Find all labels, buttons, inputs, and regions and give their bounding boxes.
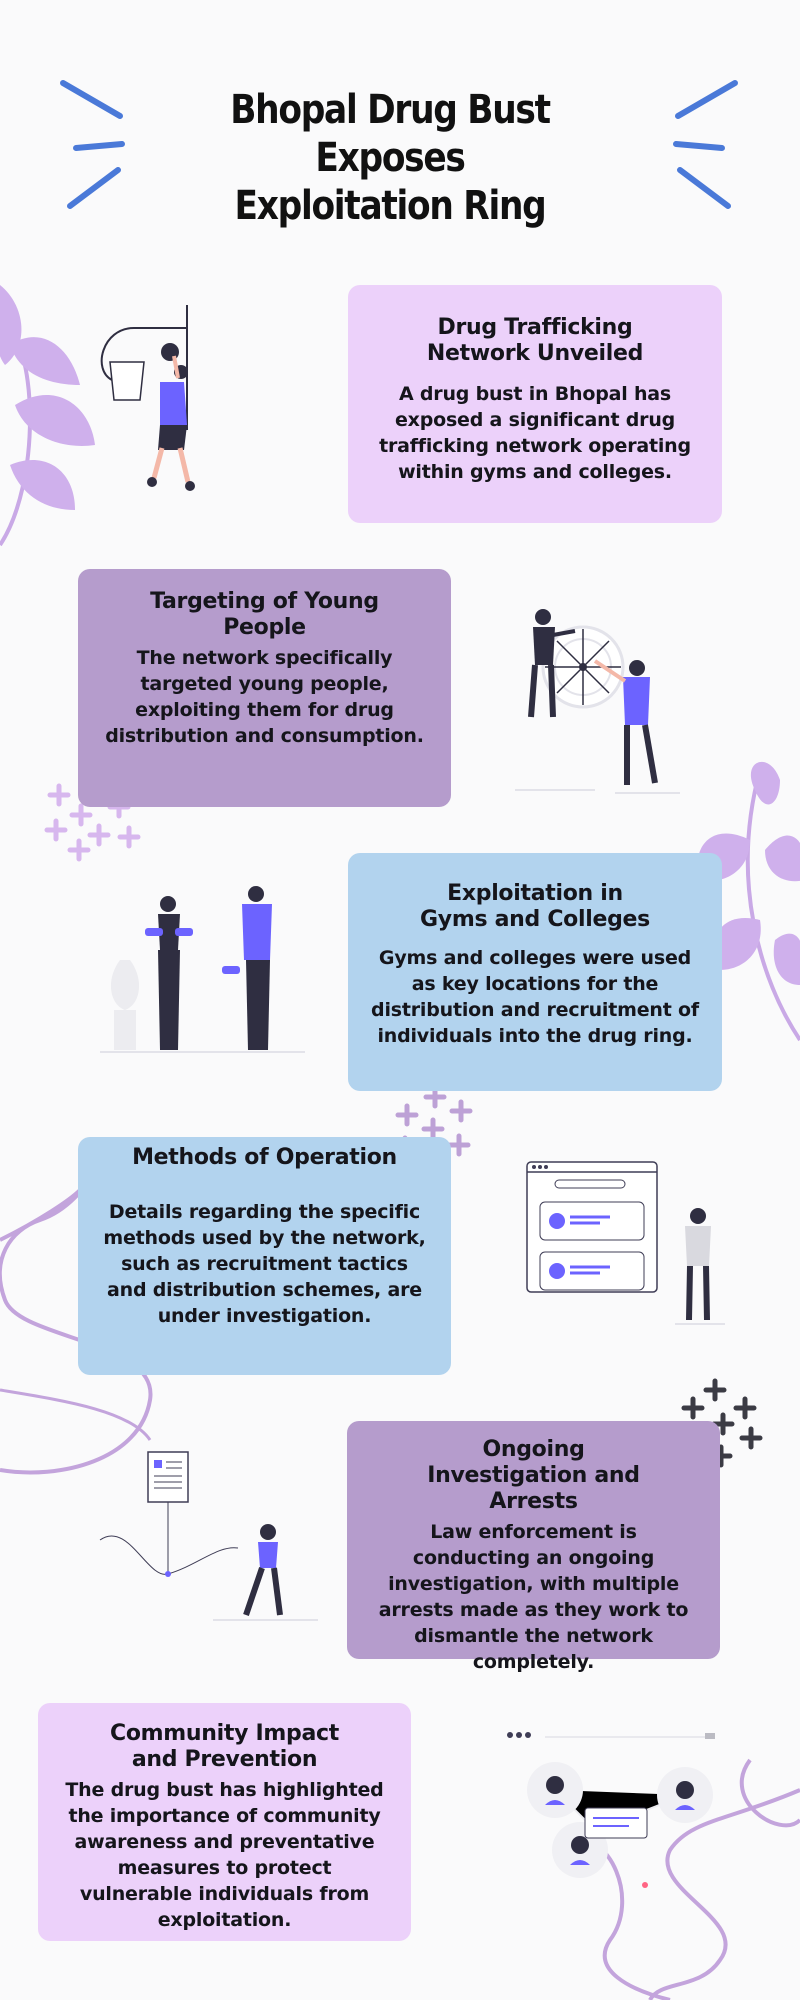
- section-card-2: Targeting of Young People The network sp…: [78, 569, 451, 807]
- title-burst-left-icon: [60, 80, 125, 209]
- data-chart-illustration: [99, 1451, 318, 1621]
- section-heading: Ongoing Investigation and Arrests: [427, 1437, 640, 1514]
- section-card-3: Exploitation in Gyms and Colleges Gyms a…: [348, 853, 722, 1091]
- section-card-1: Drug Trafficking Network Unveiled A drug…: [348, 285, 722, 523]
- section-card-6: Community Impact and Prevention The drug…: [38, 1703, 411, 1941]
- section-card-5: Ongoing Investigation and Arrests Law en…: [347, 1421, 720, 1673]
- section-body: Gyms and colleges were used as key locat…: [371, 947, 699, 1047]
- leaf-branch-right: [697, 761, 800, 1042]
- title-burst-right-icon: [673, 80, 738, 209]
- app-interface-illustration: [526, 1161, 725, 1325]
- community-network-illustration: [507, 1732, 715, 1888]
- section-heading: Exploitation in Gyms and Colleges: [420, 881, 650, 932]
- section-body: A drug bust in Bhopal has exposed a sign…: [379, 383, 691, 483]
- section-body: Law enforcement is conducting an ongoing…: [378, 1521, 689, 1673]
- section-heading: Community Impact and Prevention: [110, 1721, 339, 1772]
- title-line-1: Bhopal Drug Bust Exposes: [230, 87, 551, 181]
- section-heading: Methods of Operation: [132, 1145, 397, 1170]
- section-card-4: Methods of Operation Details regarding t…: [78, 1137, 451, 1375]
- gym-training-illustration: [100, 886, 305, 1053]
- section-body: The drug bust has highlighted the import…: [65, 1779, 384, 1931]
- section-body: Details regarding the specific methods u…: [103, 1201, 426, 1327]
- leaf-branch-left: [0, 285, 95, 547]
- section-heading: Drug Trafficking Network Unveiled: [426, 315, 644, 366]
- basketball-player-illustration: [100, 305, 195, 491]
- page-title: Bhopal Drug Bust Exposes Exploitation Ri…: [166, 86, 613, 230]
- section-heading: Targeting of Young People: [150, 589, 379, 640]
- section-body: The network specifically targeted young …: [105, 647, 424, 747]
- target-people-illustration: [515, 609, 680, 794]
- title-line-2: Exploitation Ring: [234, 183, 547, 229]
